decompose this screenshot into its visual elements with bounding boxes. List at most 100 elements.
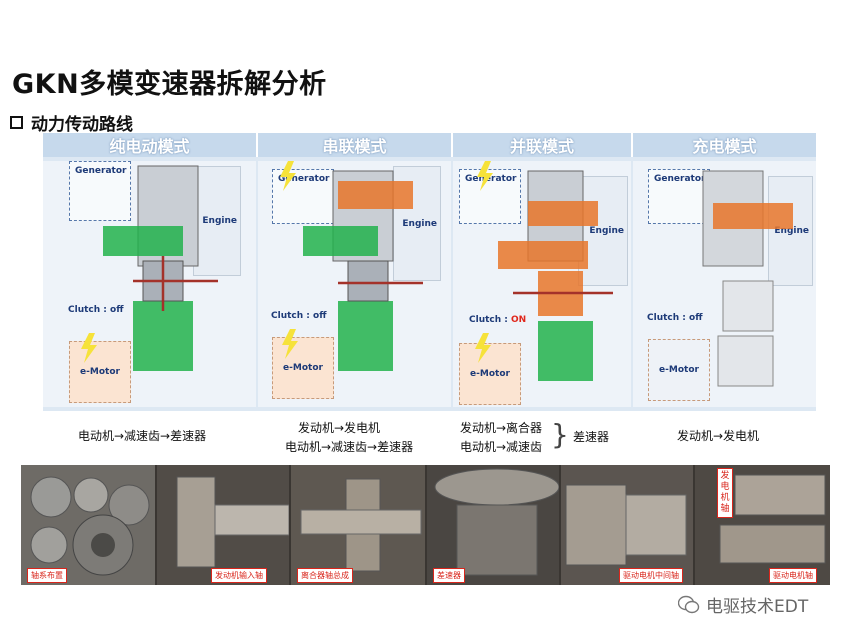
clutch-state: off [689, 313, 703, 323]
photo-tag: 驱动电机轴 [769, 568, 817, 583]
lightning-icon [81, 333, 97, 363]
mode-descriptions: 电动机→减速齿→差速器 发动机→发电机 电动机→减速齿→差速器 发动机→离合器 … [43, 411, 816, 461]
clutch-status: Clutch : ON [469, 315, 526, 325]
reduction-gear-active [338, 301, 393, 371]
desc-ev: 电动机→减速齿→差速器 [78, 429, 207, 443]
engine-label: Engine [774, 226, 809, 236]
photo-tag: 差速器 [433, 568, 465, 583]
engine-label: Engine [589, 226, 624, 236]
clutch-shaft-photo [300, 478, 422, 572]
emotor-label: e-Motor [470, 369, 510, 379]
photo-engine-input-shaft: 发动机输入轴 [157, 465, 289, 585]
mode-headers: 纯电动模式 串联模式 并联模式 充电模式 [43, 133, 816, 157]
mode-header-charge: 充电模式 [633, 133, 816, 157]
generator-box: Generator [648, 169, 710, 224]
clutch-state: ON [511, 315, 527, 325]
photo-shaft-layout: 轴系布置 [21, 465, 155, 585]
emotor-box: e-Motor [272, 337, 334, 399]
gear-shaft-active [303, 226, 378, 256]
transmission-cutaway-charge [702, 170, 793, 387]
emotor-label: e-Motor [659, 365, 699, 375]
photo-vertical-tag: 发电机轴 [717, 468, 733, 518]
reduction-gear-active [538, 321, 593, 381]
brace-icon: } [551, 418, 569, 451]
clutch-status: Clutch : off [647, 313, 703, 323]
differential [347, 260, 389, 302]
wechat-icon [678, 595, 700, 613]
clutch-label: Clutch : [469, 315, 512, 325]
emotor-box: e-Motor [69, 341, 131, 403]
mode-header-series: 串联模式 [258, 133, 453, 157]
clutch-shaft-active [498, 241, 588, 269]
square-bullet-icon [10, 116, 23, 129]
photo-differential: 差速器 [427, 465, 559, 585]
gear-set-photo [30, 476, 150, 576]
transmission-cutaway-ev [103, 165, 218, 371]
transmission-cutaway-parallel [498, 170, 613, 381]
transmission-cutaway-series [303, 170, 423, 371]
clutch-state: off [313, 311, 327, 321]
motor-shafts-photo [719, 474, 826, 564]
lightning-icon [282, 329, 298, 359]
generator-box: Generator [272, 169, 334, 224]
reduction-gear-active [133, 301, 193, 371]
desc-series-2: 电动机→减速齿→差速器 [285, 440, 414, 454]
photo-tag: 驱动电机中间轴 [619, 568, 683, 583]
clutch-label: Clutch : [271, 311, 314, 321]
mode-diagram-ev: Generator Engine Clutch : off e-Motor [43, 161, 256, 407]
reduction-gear [717, 335, 774, 387]
gear-shaft-engine [713, 203, 793, 229]
gear-shaft-engine [528, 201, 598, 226]
section-heading-text: 动力传动路线 [31, 115, 133, 135]
clutch-label: Clutch : [647, 313, 690, 323]
generator-label: Generator [75, 166, 127, 176]
lightning-icon [477, 161, 493, 191]
mode-diagram-charge: Generator Engine Clutch : off e-Motor [633, 161, 816, 407]
differential [722, 280, 774, 332]
photo-clutch-shaft: 离合器轴总成 [291, 465, 425, 585]
gear-shaft-engine [338, 181, 413, 209]
desc-parallel-2: 电动机→减速齿 [460, 440, 543, 454]
engine-box: Engine [768, 176, 813, 286]
emotor-box: e-Motor [459, 343, 521, 405]
mode-panel: 纯电动模式 串联模式 并联模式 充电模式 Generator Engine Cl… [43, 133, 816, 461]
clutch-label: Clutch : [68, 305, 111, 315]
desc-parallel-1: 发动机→离合器 [460, 421, 543, 435]
generator-label: Generator [278, 174, 330, 184]
clutch-state: off [110, 305, 124, 315]
emotor-box: e-Motor [648, 339, 710, 401]
desc-series-1: 发动机→发电机 [298, 421, 381, 435]
emotor-label: e-Motor [283, 363, 323, 373]
lightning-icon [475, 333, 491, 363]
generator-label: Generator [654, 174, 706, 184]
intermediate-shaft-photo [565, 484, 687, 566]
watermark: 电驱技术EDT [678, 592, 808, 617]
generator-label: Generator [465, 174, 517, 184]
engine-box: Engine [193, 166, 241, 276]
shaft-photo [176, 476, 289, 568]
photo-tag: 轴系布置 [27, 568, 67, 583]
clutch-status: Clutch : off [68, 305, 124, 315]
photo-motor-shafts: 发电机轴 驱动电机轴 [695, 465, 830, 585]
engine-label: Engine [202, 216, 237, 226]
desc-charge: 发动机→发电机 [677, 429, 760, 443]
emotor-label: e-Motor [80, 367, 120, 377]
desc-parallel-join: 差速器 [573, 430, 610, 444]
engine-label: Engine [402, 218, 437, 229]
lightning-icon [280, 161, 296, 191]
mode-diagram-series: Generator Engine Clutch : off e-Motor [258, 161, 451, 407]
mode-diagram-parallel: Generator Engine Clutch : ON e-Motor [453, 161, 631, 407]
part-photo-strip: 轴系布置 发动机输入轴 离合器轴总成 差速器 驱动电机中间轴 [21, 465, 830, 585]
photo-tag: 发动机输入轴 [211, 568, 267, 583]
differential-photo [434, 468, 559, 576]
photo-tag: 离合器轴总成 [297, 568, 353, 583]
gear-shaft-active [103, 226, 183, 256]
photo-motor-intermediate-shaft: 驱动电机中间轴 [561, 465, 693, 585]
page-title: GKN多模变速器拆解分析 [12, 69, 327, 100]
generator-box: Generator [459, 169, 521, 224]
mode-header-parallel: 并联模式 [453, 133, 633, 157]
watermark-text: 电驱技术EDT [706, 597, 809, 617]
clutch-status: Clutch : off [271, 311, 327, 321]
mode-header-ev: 纯电动模式 [43, 133, 258, 157]
section-heading: 动力传动路线 [10, 110, 133, 135]
